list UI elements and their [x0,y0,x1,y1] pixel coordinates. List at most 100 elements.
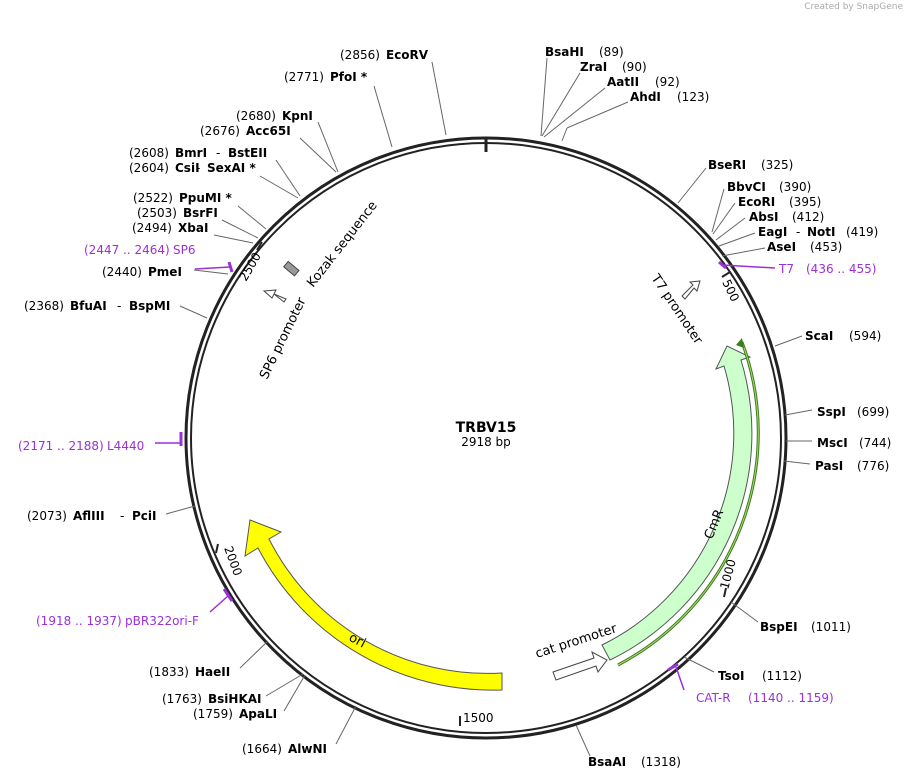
site-name-bsahi[interactable]: BsaHI [545,45,584,59]
tick-label-1000: 1000 [717,558,738,591]
site-pos-pmei: (2440) [102,265,142,279]
site-sep-bmri: - [216,146,220,160]
site-pos-haeii: (1833) [149,665,189,679]
site-name-alwni[interactable]: AlwNI [288,742,327,756]
site-pos-bsahi: (89) [599,45,624,59]
site-name-noti[interactable]: NotI [807,225,836,239]
site-name-pasi[interactable]: PasI [815,459,843,473]
primer-range-sp6: (2447 .. 2464) [84,243,170,257]
site-pos-acc65i: (2676) [200,124,240,138]
site-name-bspei[interactable]: BspEI [760,620,798,634]
site-name-zrai[interactable]: ZraI [580,60,607,74]
site-pos-tsoi: (1112) [762,669,802,683]
t7-promoter-feature[interactable] [681,280,701,300]
cmr-orf-arrowhead [736,338,744,348]
site-pos-xbai: (2494) [132,221,172,235]
primer-name-catr[interactable]: CAT-R [696,691,731,705]
primer-name-l4440[interactable]: L4440 [107,439,144,453]
site-name-ahdi[interactable]: AhdI [630,90,661,104]
site-pos-bsaai: (1318) [641,755,681,769]
site-leaders [165,57,813,757]
site-pos-bfuai: (2368) [24,299,64,313]
site-name-tsoi[interactable]: TsoI [718,669,744,683]
site-name-bsihkai[interactable]: BsiHKAI [208,692,262,706]
tick-2000: 2000 [215,543,245,578]
site-pos-asei: (453) [810,240,842,254]
site-name-sspi[interactable]: SspI [817,405,846,419]
primer-range-pbr322ori: (1918 .. 1937) [36,614,122,628]
ori-label: ori [346,630,368,651]
site-pos-csii: (2604) [129,161,169,175]
ori-feature[interactable] [244,519,503,691]
site-name-bspmi[interactable]: BspMI [129,299,170,313]
site-name-asei[interactable]: AseI [767,240,796,254]
site-sep-bfuai: - [117,299,121,313]
cmr-feature[interactable] [601,345,753,661]
site-name-pcii[interactable]: PciI [132,509,157,523]
site-pos-bsrfi: (2503) [137,206,177,220]
cat-promoter-feature[interactable] [552,650,608,681]
snapgene-credit: Created by SnapGene [804,2,903,12]
sp6-promoter-label: SP6 promoter [257,295,310,382]
site-pos-zrai: (90) [622,60,647,74]
site-name-aatii[interactable]: AatII [607,75,639,89]
site-name-bmri[interactable]: BmrI [175,146,207,160]
site-name-apali[interactable]: ApaLI [239,707,277,721]
cat-promoter-label: cat promoter [534,621,620,662]
site-pos-apali: (1759) [193,707,233,721]
site-pos-aatii: (92) [655,75,680,89]
site-pos-pasi: (776) [857,459,889,473]
site-name-msci[interactable]: MscI [817,436,848,450]
site-name-sexai[interactable]: SexAI * [207,161,256,175]
site-name-pmei[interactable]: PmeI [148,265,182,279]
site-name-ecori[interactable]: EcoRI [738,195,775,209]
sp6-promoter-feature[interactable] [262,289,287,303]
kozak-label: Kozak sequence [304,199,380,291]
site-name-scai[interactable]: ScaI [805,329,833,343]
kozak-feature[interactable] [283,260,300,277]
site-pos-bbvci: (390) [779,180,811,194]
site-pos-bspei: (1011) [811,620,851,634]
site-pos-msci: (744) [859,436,891,450]
tick-label-2000: 2000 [221,544,245,577]
primer-range-catr: (1140 .. 1159) [748,691,834,705]
site-sep-csii: - [196,161,200,175]
site-name-pfoi[interactable]: PfoI * [330,70,368,84]
site-name-baseri[interactable]: BseRI [708,158,746,172]
cmr-orf-line-highlight [617,341,759,666]
site-sep-eagi: - [796,225,800,239]
site-name-acc65i[interactable]: Acc65I [246,124,291,138]
site-pos-absi: (412) [792,210,824,224]
site-name-bsrfi[interactable]: BsrFI [183,206,218,220]
site-pos-scai: (594) [849,329,881,343]
site-pos-baseri: (325) [761,158,793,172]
tick-label-500: 500 [719,277,742,304]
site-name-absi[interactable]: AbsI [749,210,778,224]
site-name-haeii[interactable]: HaeII [195,665,230,679]
site-name-xbai[interactable]: XbaI [178,221,208,235]
site-pos-ecori: (395) [789,195,821,209]
tick-label-1500: 1500 [463,711,494,725]
site-name-bsaai[interactable]: BsaAI [588,755,626,769]
site-name-bbvci[interactable]: BbvCI [727,180,766,194]
site-name-kpni[interactable]: KpnI [282,109,313,123]
site-pos-bmri: (2608) [129,146,169,160]
site-name-afliii[interactable]: AflIII [73,509,105,523]
site-pos-ppumi: (2522) [133,191,173,205]
site-pos-bsihkai: (1763) [162,692,202,706]
primer-name-pbr322ori[interactable]: pBR322ori-F [125,614,199,628]
primer-range-l4440: (2171 .. 2188) [18,439,104,453]
site-name-ecorv[interactable]: EcoRV [386,48,429,62]
site-pos-afliii: (2073) [27,509,67,523]
site-name-ppumi[interactable]: PpuMI * [179,191,233,205]
site-name-bsteii[interactable]: BstEII [228,146,267,160]
site-sep-afliii: - [120,509,124,523]
site-name-csii[interactable]: CsiI [175,161,200,175]
site-pos-eagi: (419) [846,225,878,239]
site-name-eagi[interactable]: EagI [758,225,787,239]
tick-1000: 1000 [717,558,739,598]
site-name-bfuai[interactable]: BfuAI [70,299,107,313]
primer-name-t7[interactable]: T7 [778,262,794,276]
primer-name-sp6[interactable]: SP6 [173,243,196,257]
